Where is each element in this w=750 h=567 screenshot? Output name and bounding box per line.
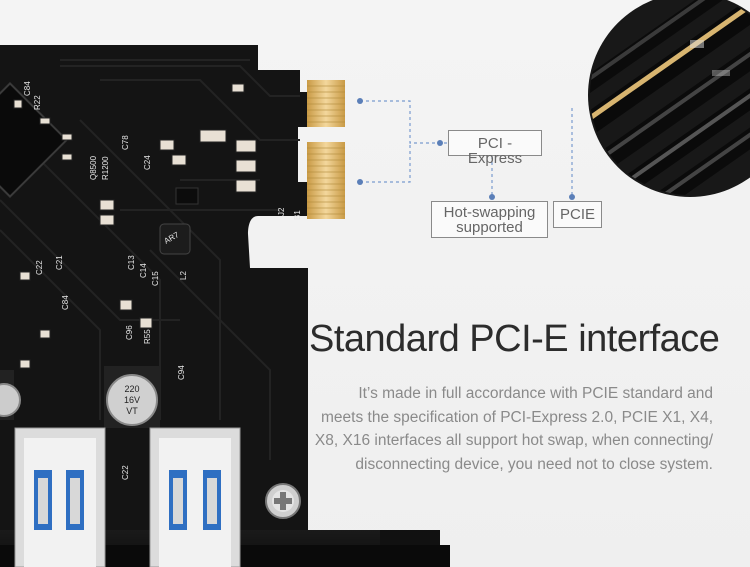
silk-c84b: C84: [61, 295, 70, 310]
callout-pcie-label: PCIE: [559, 206, 595, 223]
silk-c24: C24: [143, 155, 152, 170]
callout-dots: [357, 98, 575, 200]
bracket-screw-icon: [265, 483, 301, 519]
silk-c21: C21: [55, 255, 64, 270]
usb-port-right: [149, 427, 241, 567]
cap-rating-bot: VT: [126, 406, 138, 416]
silk-c22b: C22: [121, 465, 130, 480]
silk-c13: C13: [127, 255, 136, 270]
silk-c96: C96: [125, 325, 134, 340]
silk-r22: R22: [33, 95, 42, 110]
pcb-board: C84 R22 C78 C24 R1200 Q8500 J2 B1 AR7 C1…: [0, 45, 450, 567]
silk-c14: C14: [139, 263, 148, 278]
callout-hot-swapping-line2: supported: [456, 219, 523, 236]
cap-rating-mid: 16V: [124, 395, 140, 405]
motherboard-closeup: [588, 0, 750, 197]
callout-pcie: PCIE: [553, 201, 602, 228]
silk-l2: L2: [179, 271, 188, 280]
controller-chip: [0, 82, 68, 198]
electrolytic-capacitor: [0, 366, 160, 428]
pcie-gold-fingers: [307, 80, 345, 219]
silk-b1: B1: [293, 210, 302, 220]
silk-c22: C22: [35, 260, 44, 275]
silk-c84: C84: [23, 81, 32, 96]
silk-q8500: Q8500: [89, 155, 98, 180]
callout-hot-swapping: Hot-swapping supported: [431, 201, 548, 238]
cap-rating-top: 220: [124, 384, 139, 394]
silk-r55: R55: [143, 329, 152, 344]
feature-headline: Standard PCI-E interface: [309, 318, 720, 360]
silk-r1200: R1200: [101, 156, 110, 180]
callout-hot-swapping-line1: Hot-swapping: [443, 204, 536, 221]
usb-port-left: [14, 427, 106, 567]
silk-c15: C15: [151, 271, 160, 286]
callout-pci-express-label: PCI - Express: [467, 135, 523, 167]
feature-description: It’s made in full accordance with PCIE s…: [314, 385, 713, 473]
silk-c94: C94: [177, 365, 186, 380]
silk-c78: C78: [121, 135, 130, 150]
callout-pci-express: PCI - Express: [448, 130, 542, 166]
silk-j2: J2: [277, 207, 286, 216]
callout-connectors: [360, 100, 573, 197]
